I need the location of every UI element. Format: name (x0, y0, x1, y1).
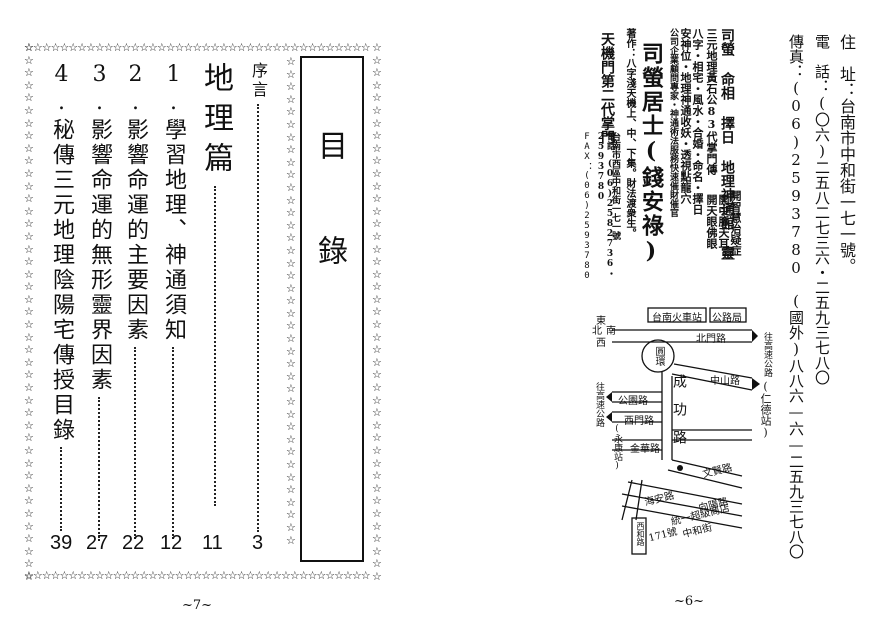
toc-entry-preface: 序言 (249, 62, 268, 536)
compass-north: 北 (592, 326, 602, 337)
advert-line: 公司企業顧問專家・神通術法服務快速催財催官 (668, 28, 678, 217)
inner-rule-left (300, 56, 302, 562)
leader-dots (134, 347, 136, 539)
inner-rule-top (300, 56, 364, 58)
map-label-bureau: 公路局 (712, 313, 742, 324)
toc-entry-1: 1.學習地理、神通須知 (161, 62, 186, 543)
map-label-jinhua: 金華路 (630, 444, 660, 455)
toc-label: 1.學習地理、神通須知 (161, 62, 186, 343)
advert-contact-address: 台南市西區中和街一七一號 (610, 132, 620, 240)
advert-line: 八字・相宅・風水・合婚・命名・擇日 (691, 28, 704, 215)
map-label-station: 台南火車站 (652, 313, 702, 324)
toc-label: 序言 (249, 62, 268, 100)
toc-entry-2: 2.影響命運的主要因素 (123, 62, 148, 543)
toc-entry-section: 地理篇 (198, 62, 233, 510)
toc-page-number: 11 (202, 532, 223, 554)
advert-sect: 天機門第二代掌門 (599, 32, 615, 144)
page-title: 目 錄 (312, 130, 347, 285)
map-label-xilong: 西和路 (636, 522, 645, 546)
advert-line: 三元地理黃石公83代掌門傳 (705, 28, 718, 175)
advert-line: 開智慧治疑症 (729, 190, 742, 256)
toc-page-number: 12 (160, 532, 183, 554)
leader-dots (257, 104, 259, 532)
map-label-gongyuan: 公園路 (618, 396, 648, 407)
advert-line: 安神位・地理神通收妖・透視點龍穴 (679, 28, 692, 204)
leader-dots (98, 397, 100, 541)
toc-page-number: 27 (86, 532, 109, 554)
map-label-beimen: 北門路 (696, 334, 726, 345)
map-label-circle: 圓環 (653, 346, 664, 366)
map-label-zhongshan: 中山路 (710, 376, 740, 387)
toc-label: 地理篇 (198, 62, 233, 182)
inner-rule-bottom (300, 560, 364, 562)
phone-line: 電 話：(〇六)二五八二七三六・二五九三七八〇 (813, 34, 831, 385)
toc-label: 4.秘傳三元地理陰陽宅傳授目錄 (49, 62, 74, 443)
toc-frame: ☆☆☆☆☆☆☆☆☆☆☆☆☆☆☆☆☆☆☆☆☆☆☆☆☆☆☆☆☆☆☆☆☆☆☆☆☆☆☆ … (24, 42, 384, 582)
advert-block: 司螢 命相 擇日 地理神通館 靈 開智慧治疑症 開中脈天耳 開天眼佛眼 三元地理… (582, 28, 744, 298)
location-map: 東 南 北 西 台南火車站 公路局 北門路 圓環 中山路 成功路 (仁德站) 往… (592, 300, 792, 560)
advert-contact-tel: 電話：(06)2582736・2593780 (596, 132, 615, 278)
map-label-ximen: 西門路 (624, 416, 654, 427)
leader-dots (172, 347, 174, 539)
toc-label: 3.影響命運的無形靈界因素 (87, 62, 112, 393)
map-label-rende: (仁德站) (759, 380, 772, 439)
toc-page-number: 39 (50, 532, 73, 554)
inner-rule-right (362, 56, 364, 562)
toc-page-number: 22 (122, 532, 145, 554)
toc-entry-4: 4.秘傳三元地理陰陽宅傳授目錄 (49, 62, 74, 535)
advert-line: 開中脈天耳 (717, 194, 730, 249)
advert-title: 司螢 命相 擇日 地理神通館 靈 (719, 28, 735, 260)
star-border-left: ☆☆☆☆☆☆☆☆☆☆☆☆☆☆☆☆☆☆☆☆☆☆☆☆☆☆☆☆☆☆☆☆☆☆☆☆☆☆☆☆… (24, 42, 34, 582)
compass-east: 東 (596, 316, 606, 327)
compass-south: 南 (606, 326, 616, 337)
address-line: 住 址：台南市中和街一七一號。 (837, 34, 856, 274)
advert-author-note: 著作：八字淺天機上、中、下集。財法渡衆生。 (624, 28, 635, 238)
fax-line: 傳真：(06)2593780 (國外)八八六—六—二五九三七八〇 (787, 34, 805, 559)
page-number-left: ~7~ (182, 598, 213, 613)
advert-contact-fax: FAX：(06)2593780 (582, 132, 592, 281)
toc-entry-3: 3.影響命運的無形靈界因素 (87, 62, 112, 545)
star-border-top: ☆☆☆☆☆☆☆☆☆☆☆☆☆☆☆☆☆☆☆☆☆☆☆☆☆☆☆☆☆☆☆☆☆☆☆☆☆☆☆ (24, 42, 371, 54)
star-border-bottom: ☆☆☆☆☆☆☆☆☆☆☆☆☆☆☆☆☆☆☆☆☆☆☆☆☆☆☆☆☆☆☆☆☆☆☆☆☆☆☆ (24, 570, 371, 582)
toc-page-number: 3 (252, 532, 264, 554)
leader-dots (214, 186, 216, 506)
advert-line: 開天眼佛眼 (705, 194, 718, 249)
star-border-right: ☆☆☆☆☆☆☆☆☆☆☆☆☆☆☆☆☆☆☆☆☆☆☆☆☆☆☆☆☆☆☆☆☆☆☆☆☆☆☆☆… (372, 42, 382, 582)
star-border-inner: ☆☆☆☆☆☆☆☆☆☆☆☆☆☆☆☆☆☆☆☆☆☆☆☆☆☆☆☆☆☆☆☆☆☆☆☆☆☆☆ (286, 56, 296, 547)
map-label-highway-left: 往高速公路 (594, 382, 604, 427)
map-label-yongkang: (永康站) (612, 424, 622, 471)
map-label-highway-right: 往高速公路 (762, 332, 772, 377)
page-number-right: ~6~ (674, 594, 705, 609)
compass-west: 西 (596, 338, 606, 349)
map-roads (606, 307, 760, 555)
advert-name: 司螢居士(錢安祿) (638, 42, 664, 266)
map-label-chenggong: 成功路 (671, 374, 687, 458)
toc-label: 2.影響命運的主要因素 (123, 62, 148, 343)
leader-dots (60, 447, 62, 531)
